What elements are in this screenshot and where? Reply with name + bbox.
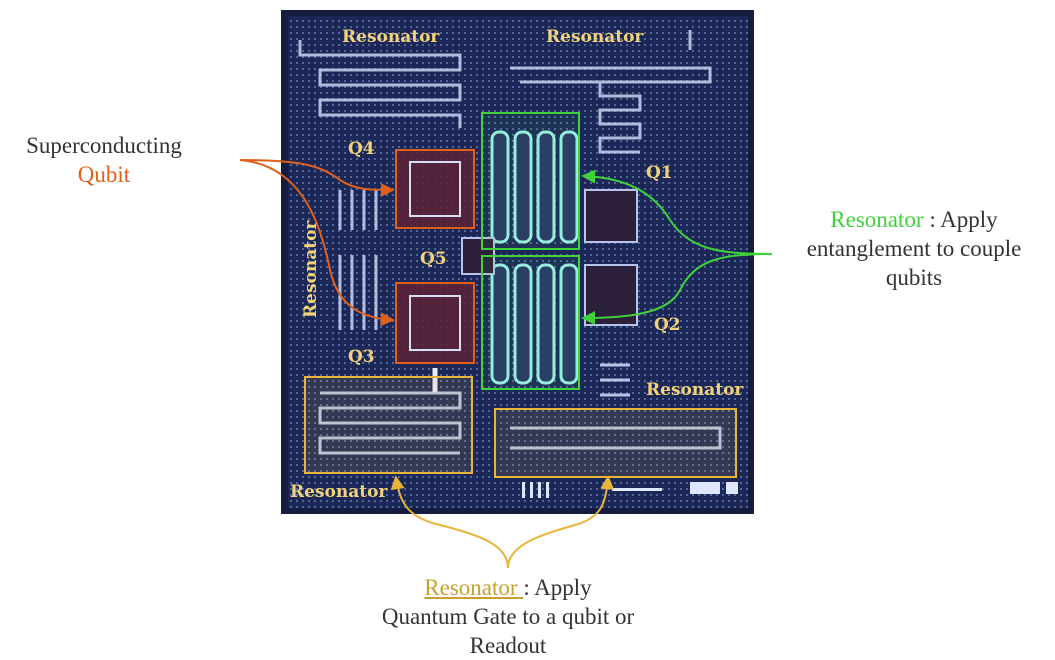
label-resonator-bottom-left: Resonator [290, 482, 388, 502]
label-q2: Q2 [654, 315, 681, 335]
gate-box-left [305, 377, 472, 473]
gate-annotation: Resonator : Apply Quantum Gate to a qubi… [340, 573, 676, 660]
label-resonator-bottom-right: Resonator [646, 380, 744, 400]
entangle-annotation-line3: qubits [776, 263, 1052, 292]
entangle-box-lower [482, 256, 579, 389]
label-q5: Q5 [420, 249, 447, 269]
entangle-annotation-line1: Resonator : Apply [776, 205, 1052, 234]
label-resonator-top-left: Resonator [342, 27, 440, 47]
label-q3: Q3 [348, 347, 375, 367]
gate-annotation-line1-rest: : Apply [523, 575, 591, 600]
qubit-annotation-line2: Qubit [0, 160, 208, 189]
gate-annotation-line3: Readout [340, 631, 676, 660]
label-resonator-left: Resonator [301, 220, 321, 318]
label-resonator-top-right: Resonator [546, 27, 644, 47]
entangle-annotation-line2: entanglement to couple [776, 234, 1052, 263]
gate-annotation-highlight: Resonator [424, 575, 523, 600]
gate-box-right [495, 409, 736, 477]
gate-annotation-line2: Quantum Gate to a qubit or [340, 602, 676, 631]
entangle-annotation-line1-rest: : Apply [924, 207, 998, 232]
gate-annotation-line1: Resonator : Apply [340, 573, 676, 602]
entangle-annotation: Resonator : Apply entanglement to couple… [776, 205, 1052, 292]
label-q4: Q4 [348, 139, 375, 159]
qubit-annotation-line1: Superconducting [0, 131, 208, 160]
q1-pad [585, 190, 637, 242]
chip-photo: Resonator Resonator Resonator Resonator … [281, 10, 754, 514]
entangle-annotation-highlight: Resonator [830, 207, 923, 232]
entangle-box-upper [482, 113, 579, 249]
qubit-annotation: Superconducting Qubit [0, 131, 208, 189]
label-q1: Q1 [646, 163, 673, 183]
